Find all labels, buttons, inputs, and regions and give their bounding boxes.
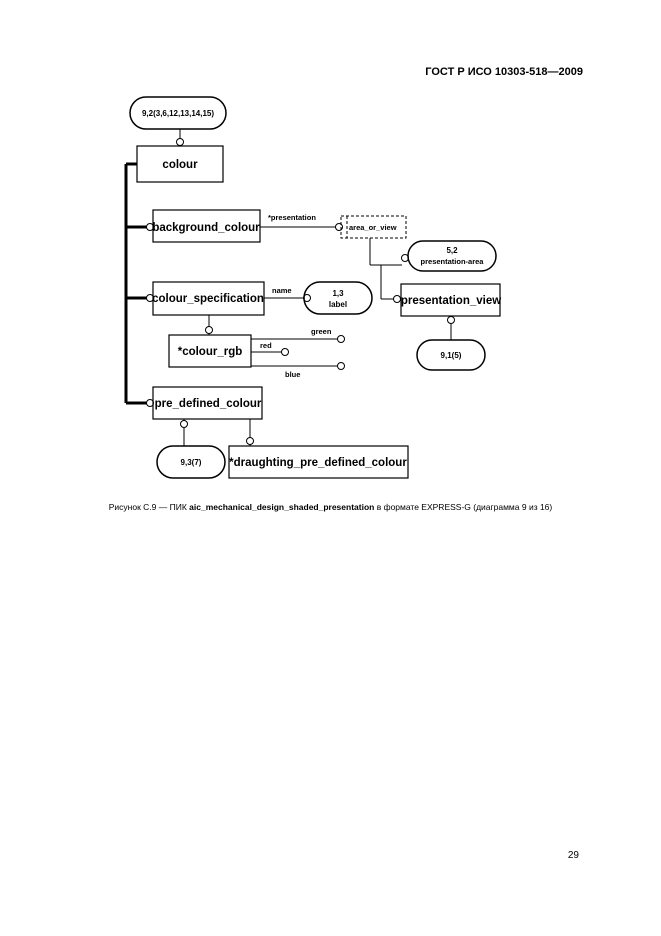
figure-caption: Рисунок С.9 — ПИК aic_mechanical_design_… (0, 502, 661, 512)
blue-attr-label: blue (285, 370, 300, 379)
background-colour-entity-box (152, 209, 261, 243)
document-header: ГОСТ Р ИСО 10303-518—2009 (425, 66, 583, 78)
presentation-view-label: presentation_view (401, 295, 501, 307)
ref-presentation-view-label: 9,1(5) (441, 351, 462, 360)
ref-label-name: label (329, 300, 347, 309)
green-attr-label: green (311, 327, 332, 336)
caption-prefix: Рисунок С.9 — ПИК (108, 502, 190, 512)
page-number: 29 (567, 850, 579, 861)
colour-rgb-entity-box (168, 334, 252, 368)
draughting-pre-defined-colour-entity-box (228, 445, 409, 479)
caption-suffix: в формате EXPRESS-G (диаграмма 9 из 16) (374, 502, 553, 512)
ref-predef-label: 9,3(7) (181, 458, 202, 467)
colour-label: colour (162, 159, 198, 171)
ref-predef-box (156, 445, 226, 479)
caption-bold: aic_mechanical_design_shaded_presentatio… (189, 502, 375, 512)
colour-rgb-label: *colour_rgb (178, 346, 243, 358)
ref-top-box (129, 96, 227, 130)
pre-defined-colour-entity-box (152, 386, 263, 420)
colour-specification-label: colour_specification (152, 293, 264, 305)
ref-label-num: 1,3 (332, 289, 344, 298)
draughting-pre-defined-colour-label: *draughting_pre_defined_colour (229, 457, 407, 469)
ref-presentation-area-box (407, 240, 497, 272)
ref-top-label: 9,2(3,6,12,13,14,15) (142, 109, 214, 118)
area-or-view-label: area_or_view (349, 223, 397, 232)
ref-presentation-view-box (416, 339, 486, 371)
red-attr-label: red (260, 341, 272, 350)
area-or-view-select-box (340, 215, 407, 239)
express-g-diagram: 9,2(3,6,12,13,14,15) colour background_c… (124, 96, 501, 479)
presentation-attr-label: *presentation (268, 213, 316, 222)
pre-defined-colour-label: pre_defined_colour (155, 398, 262, 410)
ref-label-box (303, 281, 373, 315)
ref-presentation-area-num: 5,2 (446, 246, 458, 255)
name-attr-label: name (272, 286, 292, 295)
ref-presentation-area-name: presentation-area (421, 257, 485, 266)
background-colour-label: background_colour (152, 222, 260, 234)
